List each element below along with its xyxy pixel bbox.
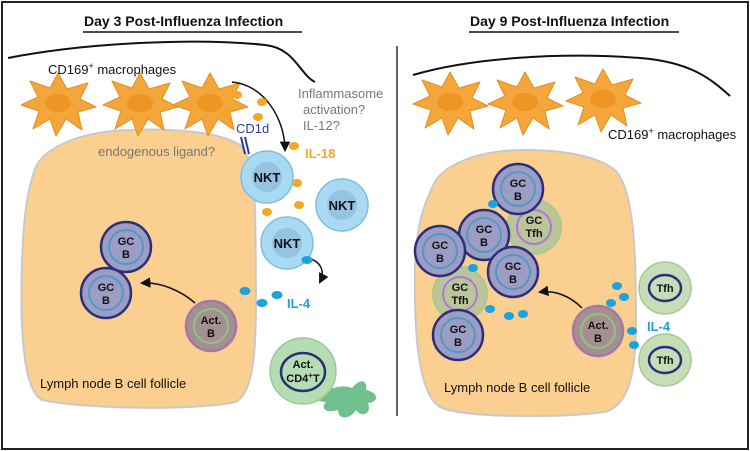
svg-text:GC: GC [510, 178, 527, 190]
svg-text:B: B [509, 274, 517, 286]
right-gcb-cell-3: GC B [413, 224, 467, 278]
macrophage-to-nkt-arrow [231, 81, 291, 153]
right-macrophage-3 [565, 68, 642, 133]
svg-text:GC: GC [118, 236, 135, 248]
il18-label: IL-18 [305, 146, 335, 161]
svg-text:GC: GC [526, 215, 543, 227]
right-title: Day 9 Post-Influenza Infection [470, 13, 669, 29]
left-follicle-label: Lymph node B cell follicle [40, 376, 186, 391]
cd1d-bar-2 [244, 136, 250, 155]
svg-text:B: B [514, 191, 522, 203]
inflammasome-label-1: Inflammasome [298, 86, 383, 101]
svg-text:GC: GC [505, 261, 522, 273]
svg-text:GC: GC [452, 282, 469, 294]
svg-text:Tfh: Tfh [656, 283, 673, 295]
left-panel: Day 3 Post-Influenza Infection CD169+ ma… [7, 13, 383, 418]
inflammasome-label-2: activation? [303, 102, 365, 117]
right-macrophage-2 [487, 71, 564, 136]
svg-text:GC: GC [450, 324, 467, 336]
svg-text:Tfh: Tfh [525, 228, 542, 240]
svg-text:Tfh: Tfh [656, 355, 673, 367]
cd1d-bar-1 [240, 136, 246, 155]
left-macrophage-2 [102, 72, 179, 137]
right-gcb-cell-4: GC B [486, 245, 540, 299]
right-macrophage-label: CD169+ macrophages [608, 126, 737, 142]
endogenous-ligand-label: endogenous ligand? [98, 144, 215, 159]
svg-text:B: B [102, 295, 110, 307]
svg-text:GC: GC [432, 240, 449, 252]
il18-dots [221, 91, 304, 216]
left-macrophage-label: CD169+ macrophages [48, 61, 177, 77]
svg-text:NKT: NKT [274, 236, 301, 251]
svg-text:B: B [436, 253, 444, 265]
left-membrane [7, 40, 316, 83]
right-il4-label: IL-4 [647, 319, 671, 334]
inflammasome-label-3: IL-12? [303, 118, 340, 133]
right-gcb-cell-5: GC B [431, 308, 485, 362]
svg-text:NKT: NKT [254, 170, 281, 185]
right-tfh-cell-1: Tfh [638, 261, 692, 315]
right-membrane [412, 54, 731, 97]
nkt-cell-2: NKT [315, 178, 369, 232]
left-title: Day 3 Post-Influenza Infection [84, 13, 283, 29]
right-tfh-cell-2: Tfh [638, 333, 692, 387]
left-gcb-cell-2: GC B [79, 266, 133, 320]
left-macrophage-1 [20, 72, 97, 137]
svg-text:CD4+T: CD4+T [286, 371, 320, 386]
svg-text:Tfh: Tfh [451, 295, 468, 307]
svg-text:Act.: Act. [293, 359, 314, 371]
left-il4-label: IL-4 [287, 296, 311, 311]
svg-text:B: B [454, 337, 462, 349]
left-il4-dots [239, 256, 313, 307]
right-actb-to-gcb-arrow [537, 285, 583, 309]
nkt-cell-1: NKT [240, 150, 294, 204]
svg-text:B: B [122, 249, 130, 261]
svg-text:B: B [594, 333, 602, 345]
left-actb-cell: Act. B [184, 299, 238, 353]
right-follicle-label: Lymph node B cell follicle [444, 380, 590, 395]
svg-text:GC: GC [476, 224, 493, 236]
svg-text:GC: GC [98, 282, 115, 294]
right-panel: Day 9 Post-Influenza Infection CD169+ ma… [412, 13, 737, 418]
left-gcb-cell-1: GC B [99, 220, 153, 274]
svg-text:Act.: Act. [201, 315, 222, 327]
left-act-cd4-t-cell: Act. CD4+T [269, 337, 337, 405]
svg-text:NKT: NKT [329, 198, 356, 213]
right-macrophage-1 [412, 71, 489, 136]
left-dendritic-shape [316, 381, 377, 418]
right-gcb-cell-1: GC B [491, 162, 545, 216]
right-actb-cell: Act. B [571, 304, 625, 358]
right-il4-dots [468, 200, 639, 349]
svg-text:B: B [480, 237, 488, 249]
svg-text:B: B [207, 328, 215, 340]
nkt-cell-3: NKT [260, 216, 314, 270]
left-actb-to-gcb-arrow [139, 277, 196, 304]
cd1d-label: CD1d [236, 121, 269, 136]
svg-text:Act.: Act. [588, 320, 609, 332]
